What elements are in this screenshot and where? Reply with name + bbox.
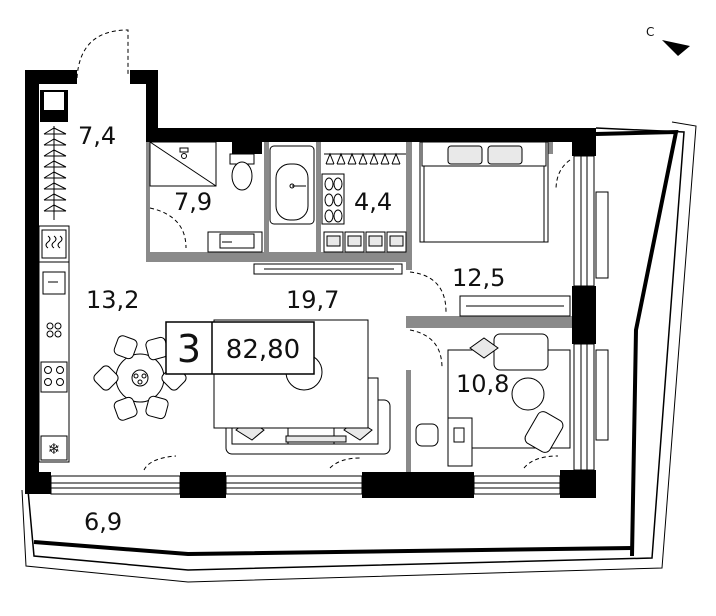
hanger-rack (43, 126, 67, 220)
bathroom-fixtures (149, 141, 315, 253)
hanger-icon (336, 152, 346, 165)
svg-text:❄: ❄ (48, 440, 61, 458)
compass: С (646, 25, 690, 56)
dining-chair-icon (145, 395, 169, 420)
sofa-small-icon (469, 333, 549, 371)
total-area: 82,80 (226, 335, 300, 365)
shower-icon (149, 141, 217, 187)
terrace-outline (21, 121, 697, 583)
shoe-rack-icon (321, 173, 345, 225)
hanger-icon (43, 160, 67, 168)
washing-machine-icon (41, 229, 67, 259)
hanger-icon (43, 171, 67, 179)
windows (50, 155, 609, 495)
room-count: 3 (177, 327, 201, 371)
study-door-swing (409, 329, 443, 369)
entrance-door-swing (76, 29, 129, 79)
interior-walls (40, 90, 572, 472)
compass-arrow-icon (662, 40, 690, 56)
room-area-bathroom: 7,9 (174, 188, 212, 216)
hanger-icon (391, 152, 401, 165)
hanger-icon (369, 152, 379, 165)
hanger-icon (43, 193, 67, 201)
hanger-icon (358, 152, 368, 165)
snowflake-icon: ❄ (40, 435, 68, 461)
hanger-icon (43, 182, 67, 190)
toilet-icon (229, 153, 255, 191)
hanger-icon (43, 204, 67, 212)
hanger-icon (43, 149, 67, 157)
dining-table-icon (93, 335, 187, 421)
washing-machine-icon (344, 231, 365, 253)
bedroom-door-swing (409, 271, 447, 313)
washing-machine-icon (386, 231, 407, 253)
vanity-sink-icon (207, 231, 263, 253)
room-area-wardrobe-hall: 7,4 (78, 122, 116, 150)
room-area-study: 10,8 (456, 370, 509, 398)
dining-chair-icon (113, 396, 138, 421)
balcony-door-swing-mid (329, 457, 361, 469)
laundry-fixtures (321, 152, 407, 253)
washing-machine-icon (365, 231, 386, 253)
balcony-door-swing-right (523, 455, 559, 469)
washing-machine-icon (323, 231, 344, 253)
desk-icon (447, 417, 473, 467)
window-door-swing-right (555, 159, 571, 191)
exterior-walls (25, 70, 596, 498)
room-area-living: 19,7 (286, 286, 339, 314)
sink-icon (42, 271, 66, 295)
study-furniture (415, 333, 571, 467)
hanger-icon (43, 127, 67, 135)
dining-chair-icon (113, 335, 138, 360)
room-area-bedroom: 12,5 (452, 264, 505, 292)
hanger-icon (380, 152, 390, 165)
hanger-icon (325, 152, 335, 165)
hanger-icon (43, 138, 67, 146)
stove-icon (46, 322, 62, 338)
armchair-icon (524, 411, 564, 453)
dining-chair-icon (93, 365, 119, 391)
apartment-badge: 3 82,80 (165, 321, 315, 375)
compass-label: С (646, 25, 654, 39)
room-area-kitchen: 13,2 (86, 286, 139, 314)
balcony-door-swing-left (143, 455, 177, 471)
room-area-balcony: 6,9 (84, 508, 122, 536)
hanger-icon (347, 152, 357, 165)
bed-icon (419, 141, 549, 243)
bathtub-icon (269, 145, 315, 225)
bathroom-door-swing (149, 207, 187, 249)
desk-chair-icon (415, 423, 439, 447)
kitchen-units: ❄ (38, 225, 70, 463)
room-area-laundry: 4,4 (354, 188, 392, 216)
cooktop-icon (40, 361, 68, 393)
